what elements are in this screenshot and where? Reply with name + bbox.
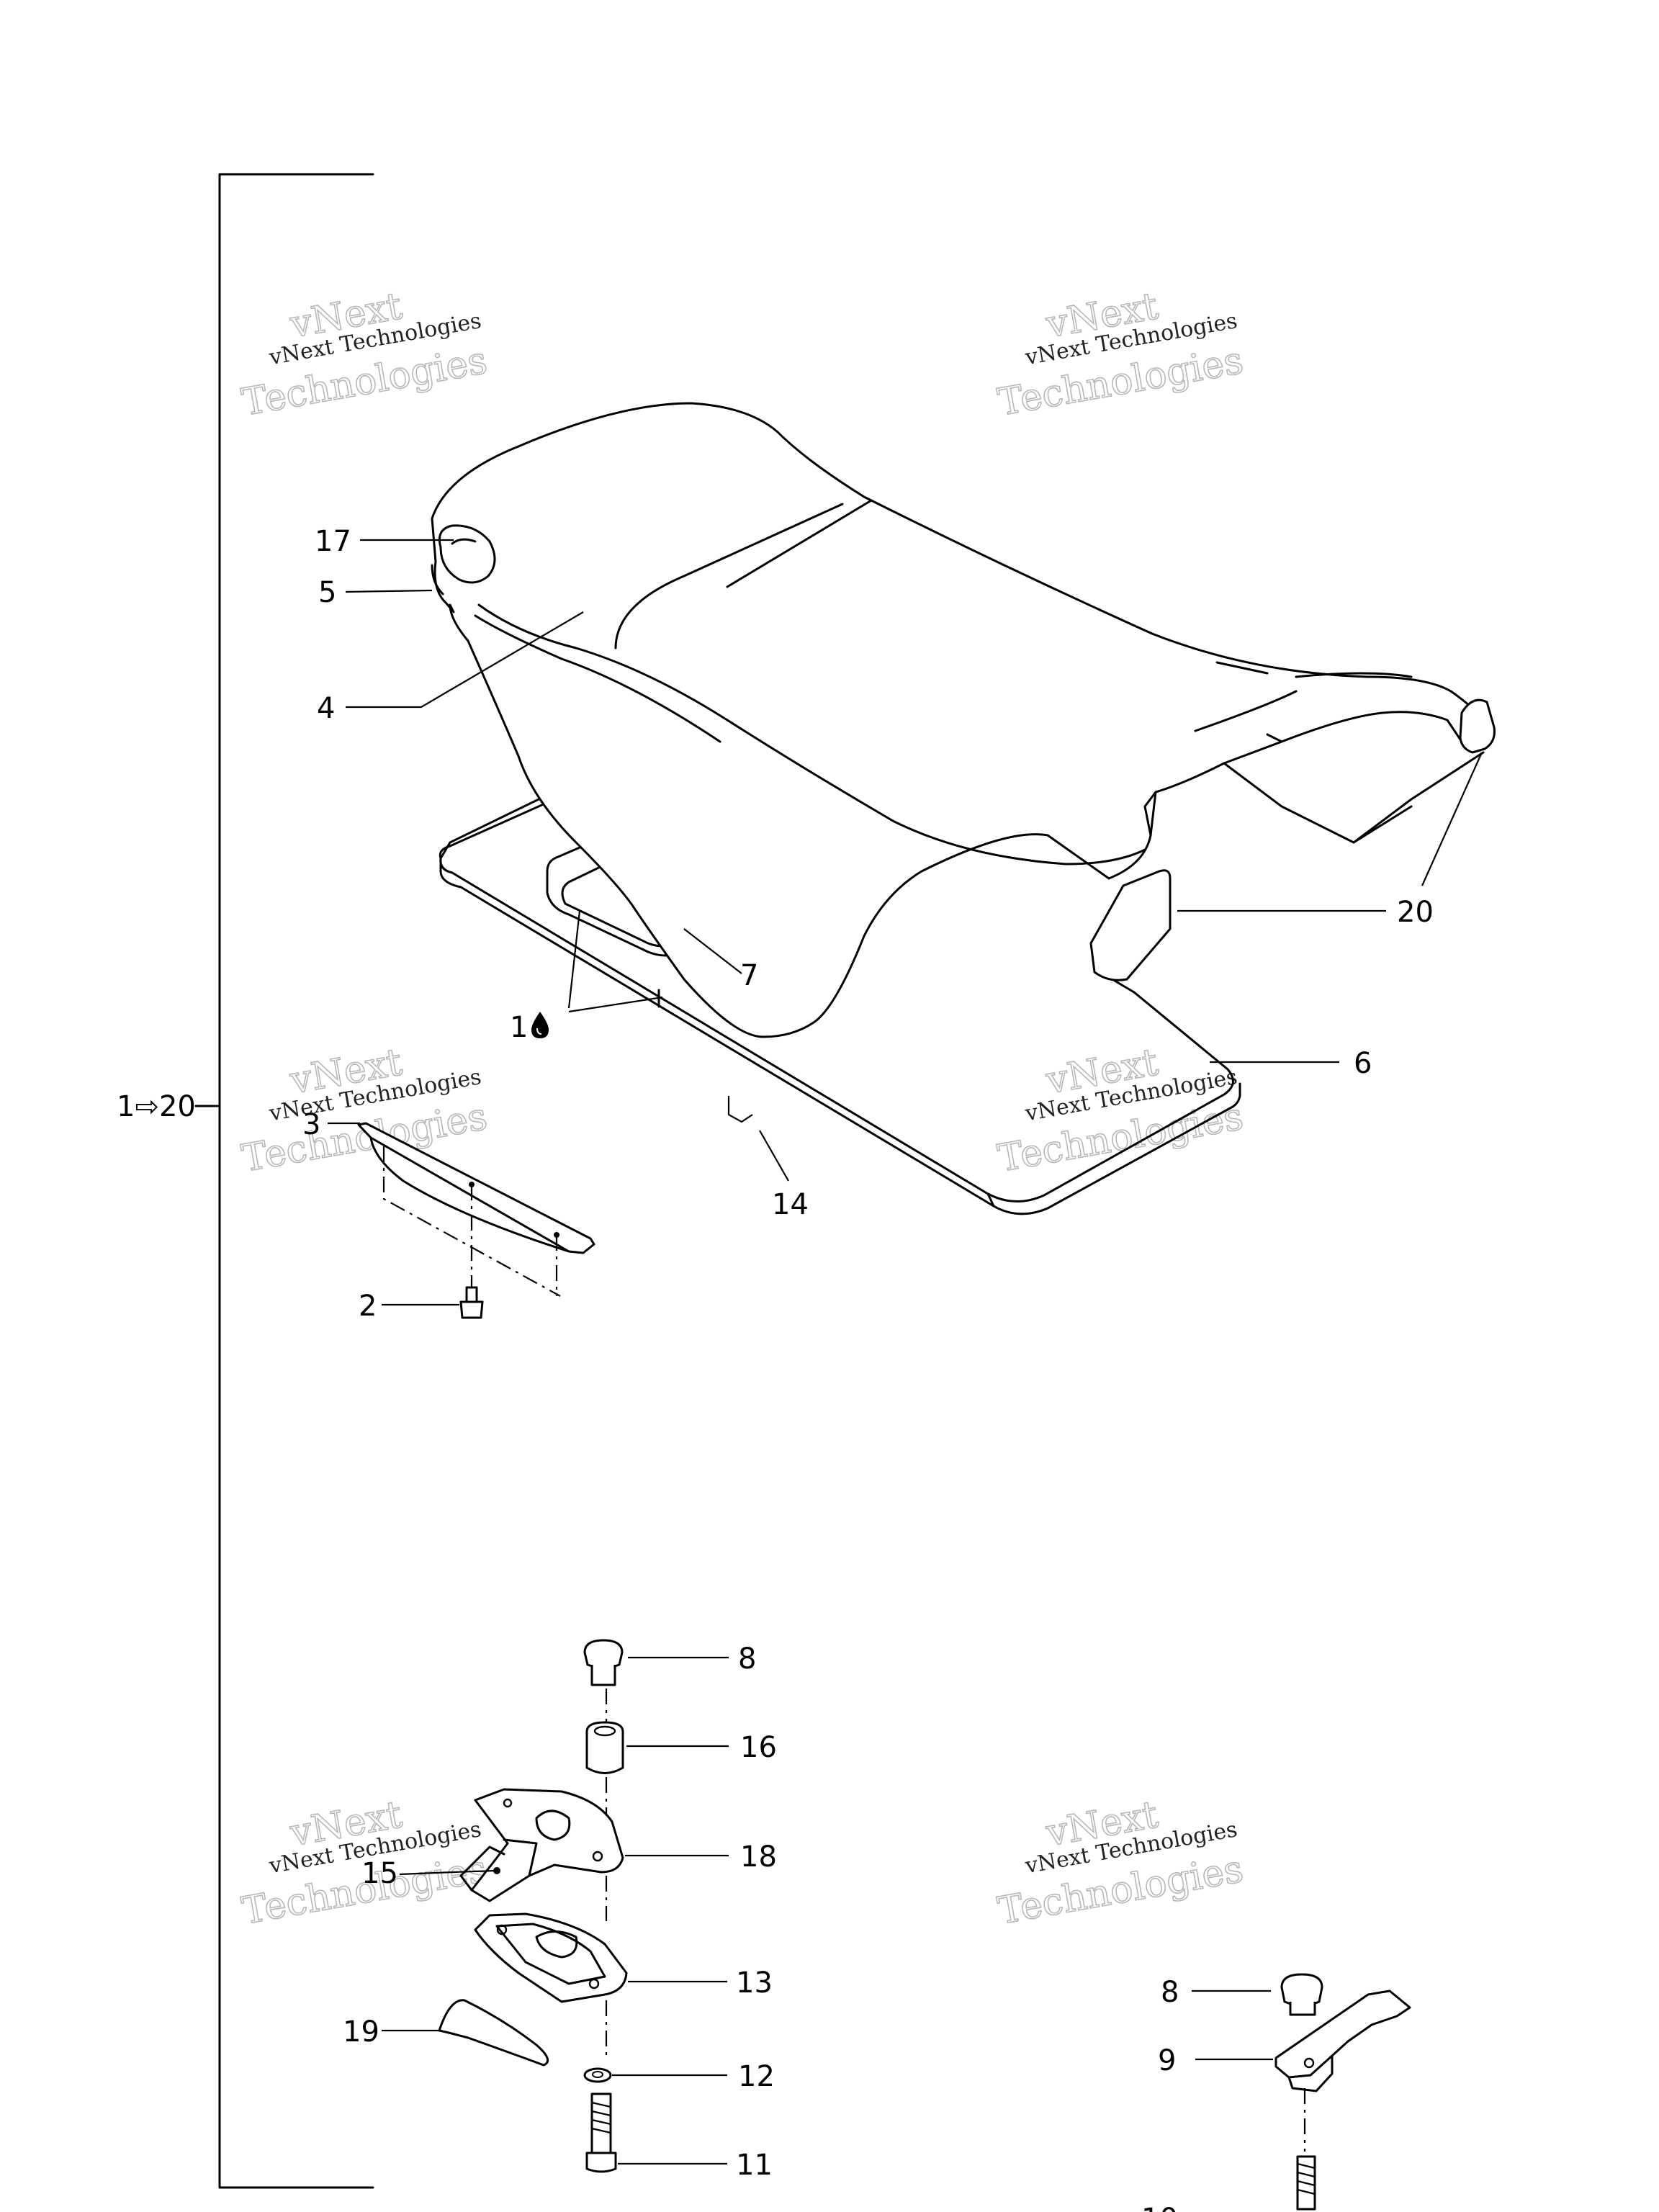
watermark-bottom-left: vNext vNext Technologies Technologies (238, 1792, 491, 1933)
callout-11: 11 (736, 2149, 773, 2182)
assembly-bracket (194, 173, 374, 2189)
callout-5: 5 (318, 576, 336, 609)
callout-15: 15 (361, 1857, 398, 1890)
callout-labels: 17 5 4 20 7 1 6 1⇨20 3 14 2 8 16 18 15 1… (117, 525, 1434, 2212)
callout-17: 17 (315, 525, 351, 558)
callout-7: 7 (740, 959, 758, 992)
callout-14: 14 (772, 1188, 809, 1221)
watermark-mid-left: vNext vNext Technologies Technologies (238, 1040, 491, 1181)
callout-9: 9 (1158, 2044, 1176, 2077)
callout-16: 16 (740, 1731, 777, 1764)
screw-small (459, 1286, 484, 1319)
trim-strip (357, 1122, 595, 1297)
rear-bumper-lower (1089, 869, 1172, 981)
watermark-top-right: vNext vNext Technologies Technologies (994, 284, 1247, 425)
callout-2: 2 (359, 1290, 377, 1323)
leader-lines (328, 539, 1483, 2165)
callout-1-to-20: 1⇨20 (117, 1090, 196, 1123)
callout-13: 13 (736, 1966, 773, 2000)
rear-bumper-upper (1459, 698, 1496, 754)
clip-part (727, 1096, 753, 1123)
callout-3: 3 (302, 1108, 320, 1141)
callout-4: 4 (317, 692, 335, 725)
seat-cushion (431, 402, 1492, 1038)
watermark-top-left: vNext vNext Technologies Technologies (238, 284, 491, 425)
callout-8-left: 8 (738, 1642, 756, 1676)
callout-18: 18 (740, 1840, 777, 1874)
callout-12: 12 (738, 2060, 775, 2093)
callout-1: 1 (510, 1011, 528, 1044)
latch-assembly (438, 1639, 628, 2173)
right-latch-assembly (1274, 1973, 1411, 2211)
callout-20: 20 (1397, 896, 1434, 929)
callout-8-right: 8 (1161, 1976, 1179, 2009)
callout-19: 19 (343, 2015, 379, 2049)
callout-6: 6 (1354, 1047, 1372, 1080)
callout-10: 10 (1141, 2203, 1178, 2212)
watermark-bottom-right: vNext vNext Technologies Technologies (994, 1792, 1247, 1933)
drop-icon (531, 1012, 549, 1038)
